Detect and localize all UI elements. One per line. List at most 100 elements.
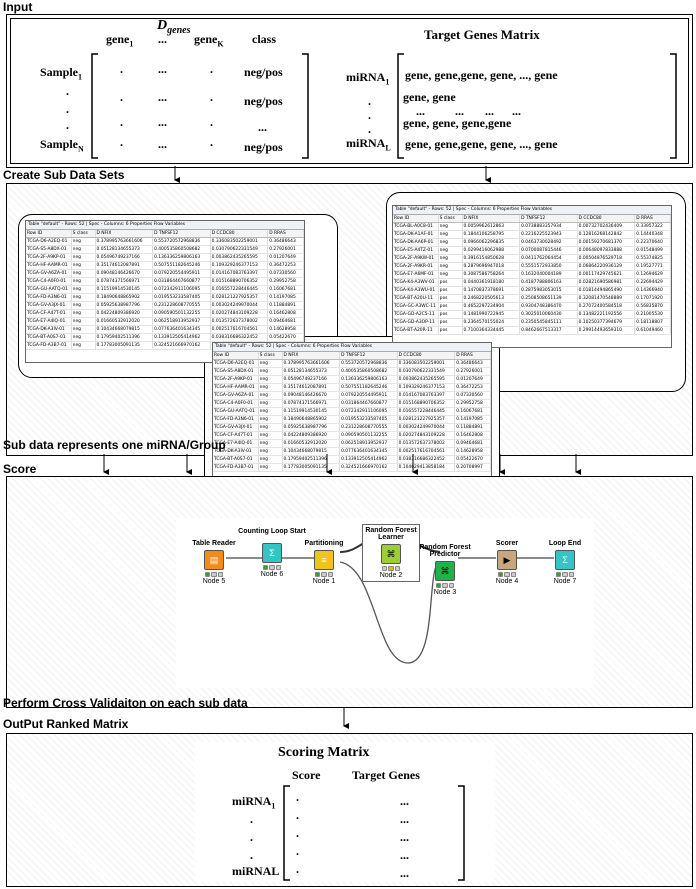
table-cell: TCGA-BT-A20R-11 — [393, 327, 439, 334]
node-counting-loop-start[interactable]: Counting Loop Start Σ Node 6 — [234, 528, 310, 578]
column-header[interactable]: S class — [72, 230, 96, 237]
column-header[interactable]: Row ID — [213, 352, 259, 359]
table-tab-bar[interactable]: Table "default" - Rows: 52 | Spec - Colu… — [213, 343, 491, 352]
table-cell: TCGA-E7-A4IQ-01 — [26, 318, 72, 325]
output-inner — [195, 742, 495, 882]
node-table-reader[interactable]: Table Reader ▤ Node 5 — [184, 540, 244, 585]
node-rf-predictor[interactable]: Random Forest Predictor ⌘ Node 3 — [414, 544, 476, 596]
column-header[interactable]: Row ID — [26, 230, 72, 237]
table-cell: neg — [72, 302, 96, 309]
column-header[interactable]: D NFIX — [96, 230, 154, 237]
column-header[interactable]: D CCDC80 — [211, 230, 269, 237]
rf-learner-title: Random Forest Learner — [365, 527, 417, 541]
table-tab-bar[interactable]: Table "default" - Rows: 52 | Spec - Colu… — [393, 206, 671, 215]
node-label: Node 1 — [312, 578, 336, 585]
subset-table-center[interactable]: Table "default" - Rows: 52 | Spec - Colu… — [212, 342, 492, 485]
table-cell: neg — [72, 238, 96, 245]
table-cell: 0.013572637378002 — [211, 318, 269, 325]
target-line-1: gene, gene,gene, gene, ..., gene — [405, 68, 558, 82]
column-header[interactable]: D RRAS — [455, 352, 491, 359]
column-header[interactable]: D NFIX — [283, 352, 341, 359]
column-header[interactable]: D TNFSF12 — [153, 230, 211, 237]
table-cell: neg — [259, 456, 283, 463]
table-cell: neg — [72, 342, 96, 349]
column-header[interactable]: D NFIX — [463, 215, 521, 222]
table-cell: TCGA-2F-A9KP-01 — [213, 376, 259, 383]
table-cell: neg — [259, 464, 283, 471]
table-cell: 0.013572637378002 — [398, 440, 456, 447]
node-loop-end[interactable]: Loop End Σ Node 7 — [538, 540, 592, 585]
subset-table-right[interactable]: Table "default" - Rows: 52 | Spec - Colu… — [392, 205, 672, 348]
column-header[interactable]: D TNFSF12 — [340, 352, 398, 359]
table-tab-bar[interactable]: Table "default" - Rows: 52 | Spec - Colu… — [26, 221, 304, 230]
column-header[interactable]: D CCDC80 — [578, 215, 636, 222]
table-cell: 0.01660532912020 — [283, 440, 341, 447]
column-header[interactable]: D RRAS — [635, 215, 671, 222]
table-cell: 0.079220554495911 — [340, 392, 398, 399]
table-cell: 0.32081470548889 — [578, 295, 636, 302]
table-cell: 0.29952758 — [268, 278, 304, 285]
column-header[interactable]: S class — [259, 352, 283, 359]
table-cell: 0.22370640 — [635, 239, 671, 246]
status-lights — [263, 565, 281, 570]
table-cell: 0.014167083763397 — [211, 270, 269, 277]
table-cell: TCGA-BT-A0S7-01 — [26, 334, 72, 341]
table-cell: 0.17783005091135 — [283, 464, 341, 471]
scoring-brackets — [283, 785, 465, 881]
node-scorer[interactable]: Scorer ▶ Node 4 — [482, 540, 532, 585]
node-label: Node 4 — [495, 578, 519, 585]
node-rf-learner[interactable]: Random Forest Learner ⌘ Node 2 — [362, 524, 420, 582]
column-header[interactable]: Row ID — [393, 215, 439, 222]
column-header[interactable]: S class — [439, 215, 463, 222]
table-cell: 0.07874371566971 — [96, 278, 154, 285]
table-cell: 0.14628958 — [455, 448, 491, 455]
column-header[interactable]: D TNFSF12 — [520, 215, 578, 222]
table-cell: 0.05925638987796 — [283, 424, 341, 431]
node-partitioning[interactable]: Partitioning ≡ Node 1 — [294, 540, 354, 585]
table-cell: 0.11519914530145 — [283, 408, 341, 415]
column-header[interactable]: D CCDC80 — [398, 352, 456, 359]
column-header[interactable]: D RRAS — [268, 230, 304, 237]
